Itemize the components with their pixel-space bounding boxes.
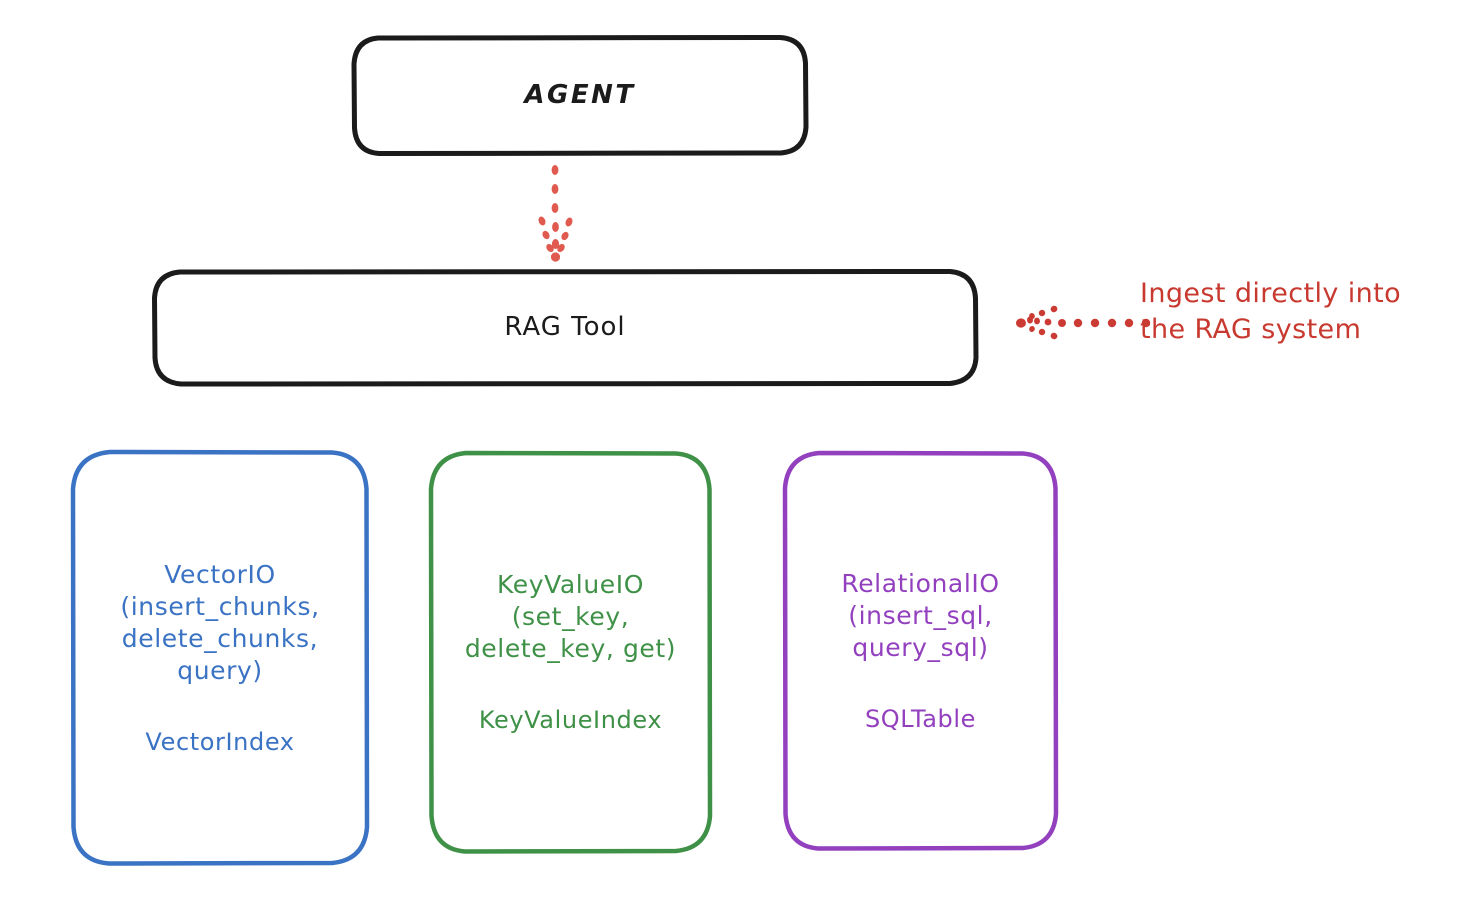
agent-label: AGENT	[524, 79, 636, 110]
ingest-annotation: Ingest directly into the RAG system	[1140, 276, 1474, 347]
ingest-annotation-text: Ingest directly into the RAG system	[1140, 278, 1402, 345]
key-value-io-index-label: KeyValueIndex	[478, 706, 663, 735]
key-value-io-api-label: KeyValueIO (set_key, delete_key, get)	[464, 570, 677, 664]
relational-io-index-label: SQLTable	[864, 704, 977, 733]
ingest-into-rag-arrow	[1016, 305, 1151, 340]
node-key-value-io[interactable]: KeyValueIO (set_key, delete_key, get) Ke…	[428, 450, 713, 855]
rag-tool-label: RAG Tool	[504, 311, 626, 342]
agent-to-rag-tool-arrow	[538, 165, 573, 262]
node-agent[interactable]: AGENT	[351, 35, 809, 156]
vector-io-index-label: VectorIndex	[145, 727, 295, 756]
node-vector-io[interactable]: VectorIO (insert_chunks, delete_chunks, …	[70, 449, 370, 867]
node-rag-tool[interactable]: RAG Tool	[152, 269, 979, 387]
node-relational-io[interactable]: RelationalIO (insert_sql, query_sql) SQL…	[782, 450, 1059, 852]
relational-io-api-label: RelationalIO (insert_sql, query_sql)	[841, 568, 1000, 662]
vector-io-api-label: VectorIO (insert_chunks, delete_chunks, …	[120, 559, 320, 685]
